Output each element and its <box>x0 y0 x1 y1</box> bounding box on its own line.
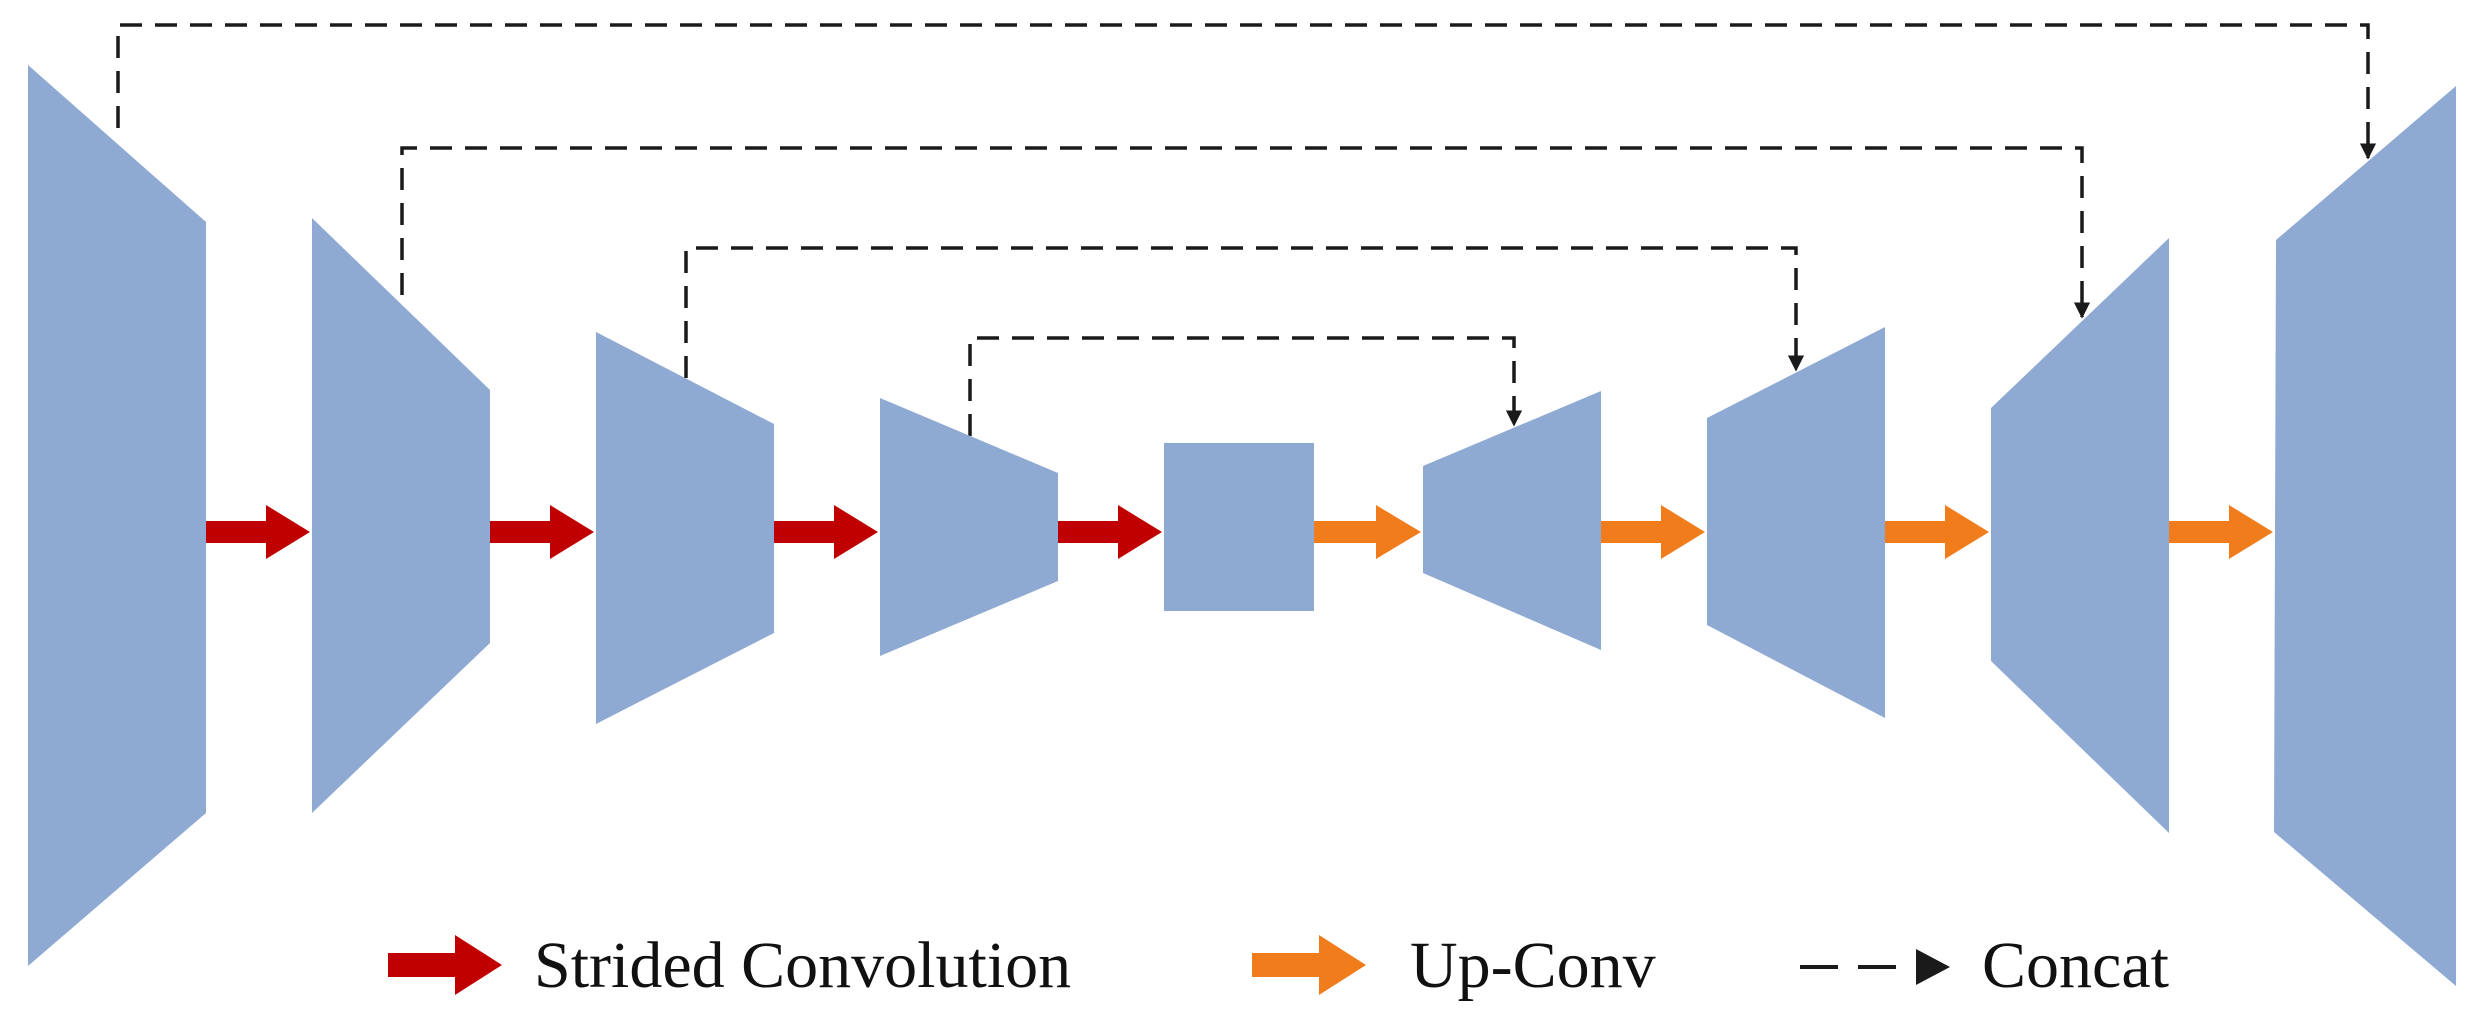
legend-strided-label: Strided Convolution <box>534 929 1071 1002</box>
legend-concat-label: Concat <box>1982 929 2169 1002</box>
decoder-block-4 <box>2274 86 2456 986</box>
skip-connection-4 <box>968 336 1523 436</box>
skip-connection-1 <box>116 23 2377 160</box>
decoder-block-1 <box>1423 391 1601 650</box>
decoder-block-2 <box>1707 327 1885 718</box>
encoder-block-4 <box>880 398 1058 656</box>
skip-connection-3 <box>684 246 1805 378</box>
encoder <box>28 65 1058 966</box>
legend-upconv-arrow-icon <box>1252 935 1366 995</box>
legend-concat-arrowhead-icon <box>1916 949 1950 985</box>
encoder-block-2 <box>312 218 490 813</box>
decoder <box>1423 86 2456 986</box>
legend-upconv-label: Up-Conv <box>1410 929 1656 1002</box>
encoder-block-3 <box>596 332 774 724</box>
upconv-arrow-4 <box>2169 505 2273 559</box>
upconv-arrow-1 <box>1314 505 1421 559</box>
upconv-arrows <box>1314 505 2273 559</box>
legend: Strided Convolution Up-Conv Concat <box>388 929 2169 1002</box>
strided-arrow-3 <box>774 505 878 559</box>
strided-arrow-1 <box>206 505 310 559</box>
bottleneck-block <box>1164 443 1314 611</box>
strided-convolution-arrows <box>206 505 1162 559</box>
skip-connections <box>116 23 2377 436</box>
strided-arrow-2 <box>490 505 594 559</box>
decoder-block-3 <box>1991 238 2169 833</box>
skip-connection-2 <box>400 146 2091 319</box>
encoder-block-1 <box>28 65 206 966</box>
legend-strided-arrow-icon <box>388 935 502 995</box>
upconv-arrow-3 <box>1885 505 1989 559</box>
upconv-arrow-2 <box>1601 505 1705 559</box>
strided-arrow-4 <box>1058 505 1162 559</box>
